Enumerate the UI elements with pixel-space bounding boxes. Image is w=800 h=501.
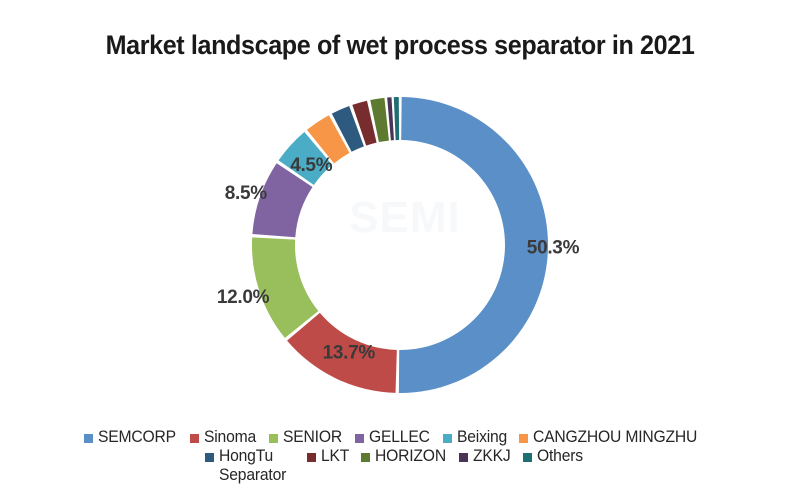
pie-slice[interactable] <box>370 97 389 143</box>
legend-row: HongTu Separator LKT HORIZON ZKKJ Others <box>204 447 595 485</box>
chart-legend: SEMCORP Sinoma SENIOR GELLEC Beixing CANGZHOU… <box>0 428 800 485</box>
legend-item-zkkj[interactable]: ZKKJ <box>459 447 513 466</box>
legend-swatch-icon <box>306 453 316 462</box>
pie-slice[interactable] <box>252 237 319 339</box>
legend-swatch-icon <box>519 434 529 443</box>
slice-value-label: 4.5% <box>290 155 333 176</box>
legend-label: ZKKJ <box>473 447 511 465</box>
legend-swatch-icon <box>459 453 469 462</box>
legend-swatch-icon <box>204 453 214 462</box>
slice-value-label: 50.3% <box>527 237 580 258</box>
legend-item-hongtu-separator[interactable]: HongTu Separator <box>204 447 297 485</box>
slice-value-label: 8.5% <box>225 183 268 204</box>
legend-item-gellec[interactable]: GELLEC <box>354 428 433 447</box>
legend-label: Sinoma <box>203 428 256 446</box>
pie-slice[interactable] <box>306 115 350 164</box>
legend-label: HORIZON <box>374 447 446 465</box>
slice-value-label: 12.0% <box>217 287 270 308</box>
slice-value-label: 13.7% <box>323 342 376 363</box>
chart-title: Market landscape of wet process separato… <box>105 30 695 60</box>
legend-swatch-icon <box>354 434 364 443</box>
legend-label: CANGZHOU MINGZHU <box>533 428 698 446</box>
legend-label: Others <box>536 447 583 465</box>
legend-label: SENIOR <box>282 428 342 446</box>
pie-slice[interactable] <box>352 100 377 146</box>
legend-item-sinoma[interactable]: Sinoma <box>189 428 259 447</box>
legend-swatch-icon <box>268 434 278 443</box>
pie-slice[interactable] <box>393 97 400 141</box>
legend-label: Beixing <box>456 428 507 446</box>
legend-swatch-icon <box>360 453 370 462</box>
pie-slice[interactable] <box>278 132 333 185</box>
legend-label: SEMCORP <box>97 428 176 446</box>
legend-label: HongTu Separator <box>218 447 287 484</box>
legend-label: LKT <box>320 447 350 465</box>
legend-swatch-icon <box>442 434 452 443</box>
legend-item-lkt[interactable]: LKT <box>306 447 351 466</box>
pie-slice[interactable] <box>287 312 397 393</box>
pie-slice[interactable] <box>398 97 548 393</box>
legend-item-horizon[interactable]: HORIZON <box>360 447 450 466</box>
legend-label: GELLEC <box>368 428 430 446</box>
legend-item-semcorp[interactable]: SEMCORP <box>83 428 180 447</box>
legend-item-beixing[interactable]: Beixing <box>442 428 510 447</box>
legend-item-cangzhou-mingzhu[interactable]: CANGZHOU MINGZHU <box>519 428 706 447</box>
legend-row: SEMCORP Sinoma SENIOR GELLEC Beixing CANGZHOU… <box>83 428 716 447</box>
legend-swatch-icon <box>83 434 93 443</box>
legend-item-senior[interactable]: SENIOR <box>268 428 345 447</box>
pie-slice[interactable] <box>331 106 364 152</box>
legend-swatch-icon <box>189 434 199 443</box>
pie-slice[interactable] <box>387 97 394 141</box>
legend-item-others[interactable]: Others <box>522 447 585 466</box>
legend-swatch-icon <box>522 453 532 462</box>
pie-slice[interactable] <box>252 163 313 238</box>
donut-chart: 50.3% 13.7% 12.0% 8.5% 4.5% <box>217 97 580 393</box>
